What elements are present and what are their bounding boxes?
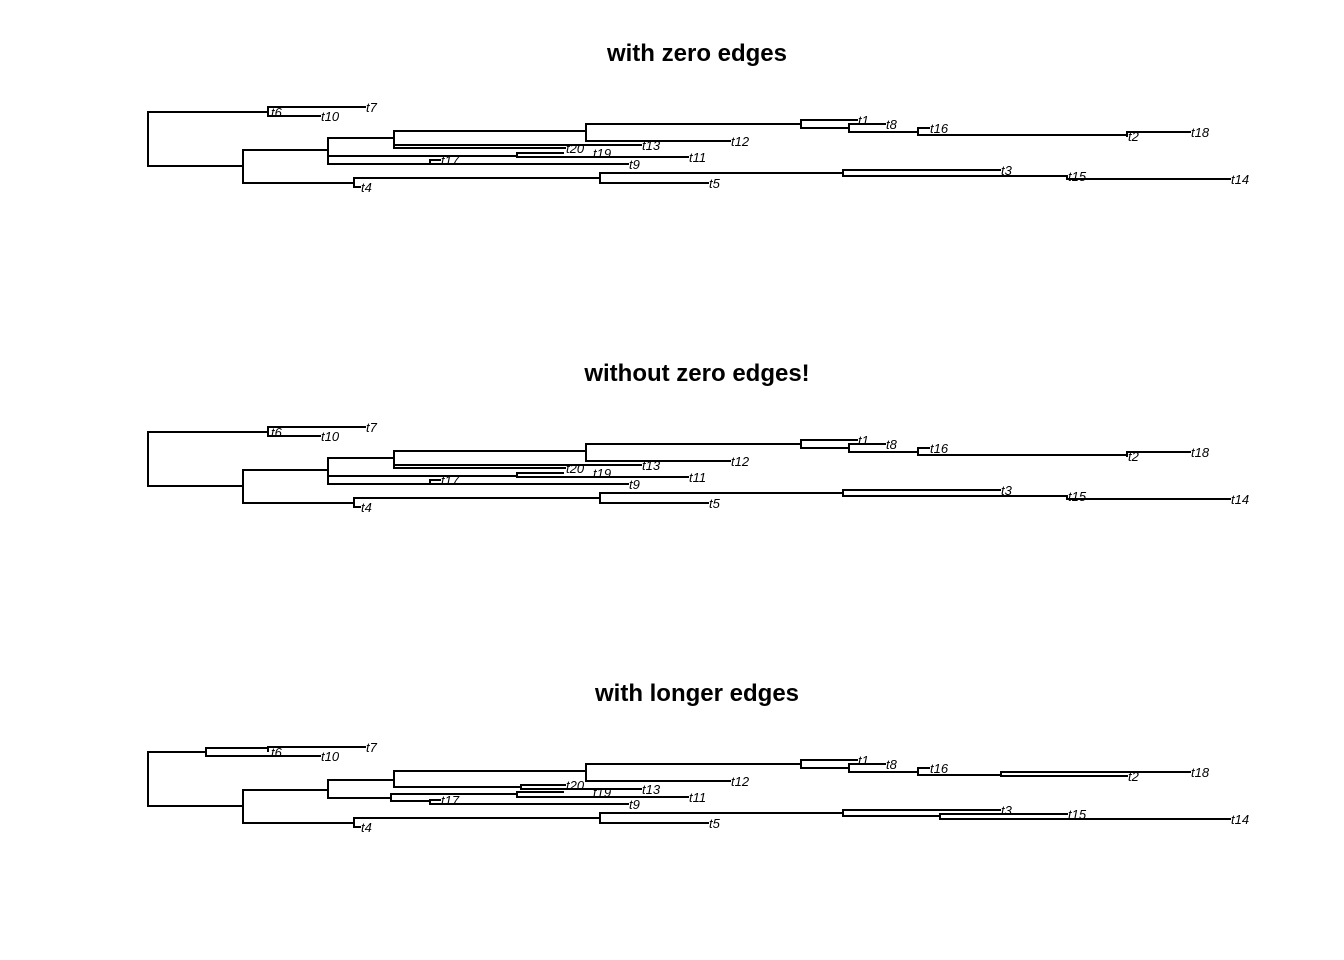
tip-label-t4: t4 xyxy=(361,820,372,835)
tip-label-t3: t3 xyxy=(1001,163,1013,178)
tip-label-t13: t13 xyxy=(642,138,661,153)
panel-title: without zero edges! xyxy=(583,360,809,387)
tip-label-t8: t8 xyxy=(886,437,898,452)
tip-label-t16: t16 xyxy=(930,761,949,776)
tip-label-t16: t16 xyxy=(930,441,949,456)
tip-label-t17: t17 xyxy=(441,153,460,168)
tip-label-t20: t20 xyxy=(566,461,585,476)
tip-label-t9: t9 xyxy=(629,797,640,812)
tip-label-t12: t12 xyxy=(731,774,750,789)
tip-label-t6: t6 xyxy=(271,425,283,440)
tree-edges xyxy=(147,106,1231,188)
tip-label-t10: t10 xyxy=(321,749,340,764)
panel-with-zero-edges: with zero edges t7 t10 t6 t12 t1 t8 t16 t18 t2 t1… xyxy=(147,40,1249,195)
tip-label-t7: t7 xyxy=(366,100,378,115)
tip-label-t20: t20 xyxy=(566,778,585,793)
tip-label-t11: t11 xyxy=(689,150,706,165)
tip-label-t1: t1 xyxy=(858,433,869,448)
tip-label-t3: t3 xyxy=(1001,483,1013,498)
tip-label-t5: t5 xyxy=(709,496,721,511)
tip-label-t6: t6 xyxy=(271,745,283,760)
tip-label-t4: t4 xyxy=(361,500,372,515)
tip-label-t7: t7 xyxy=(366,740,378,755)
tip-label-t18: t18 xyxy=(1191,125,1210,140)
panel-with-longer-edges: with longer edges t7 t10 t6 t12 t1 t8 t16 t18 t2… xyxy=(147,680,1249,835)
tip-label-t9: t9 xyxy=(629,157,640,172)
tip-label-t13: t13 xyxy=(642,782,661,797)
tip-label-t14: t14 xyxy=(1231,172,1249,187)
panel-without-zero-edges: without zero edges! t7 t10 t6 t12 t1 t8 t16 t18… xyxy=(147,360,1249,515)
tip-label-t12: t12 xyxy=(731,454,750,469)
tip-label-t13: t13 xyxy=(642,458,661,473)
tip-label-t2: t2 xyxy=(1128,449,1140,464)
tip-label-t15: t15 xyxy=(1068,489,1087,504)
tip-label-t10: t10 xyxy=(321,109,340,124)
tip-label-t11: t11 xyxy=(689,470,706,485)
tip-label-t1: t1 xyxy=(858,753,869,768)
tip-label-t19: t19 xyxy=(593,466,611,481)
tip-label-t15: t15 xyxy=(1068,807,1087,822)
tip-label-t1: t1 xyxy=(858,113,869,128)
tip-label-t9: t9 xyxy=(629,477,640,492)
tip-label-t5: t5 xyxy=(709,816,721,831)
tip-label-t18: t18 xyxy=(1191,445,1210,460)
panel-title: with longer edges xyxy=(594,680,799,707)
tip-label-t10: t10 xyxy=(321,429,340,444)
tip-label-t14: t14 xyxy=(1231,812,1249,827)
tip-label-t2: t2 xyxy=(1128,769,1140,784)
tip-label-t17: t17 xyxy=(441,473,460,488)
tree-edges xyxy=(147,746,1231,828)
tip-label-t8: t8 xyxy=(886,757,898,772)
tip-label-t4: t4 xyxy=(361,180,372,195)
panel-title: with zero edges xyxy=(606,40,787,67)
tip-label-t3: t3 xyxy=(1001,803,1013,818)
tree-edges xyxy=(147,426,1231,508)
tip-label-t15: t15 xyxy=(1068,169,1087,184)
tip-label-t2: t2 xyxy=(1128,129,1140,144)
tip-label-t14: t14 xyxy=(1231,492,1249,507)
tip-label-t7: t7 xyxy=(366,420,378,435)
tip-label-t5: t5 xyxy=(709,176,721,191)
tip-label-t16: t16 xyxy=(930,121,949,136)
tip-label-t20: t20 xyxy=(566,141,585,156)
tip-label-t8: t8 xyxy=(886,117,898,132)
tip-label-t12: t12 xyxy=(731,134,750,149)
tip-label-t18: t18 xyxy=(1191,765,1210,780)
tip-label-t19: t19 xyxy=(593,785,611,800)
tip-label-t6: t6 xyxy=(271,105,283,120)
tip-label-t11: t11 xyxy=(689,790,706,805)
tip-label-t19: t19 xyxy=(593,146,611,161)
tip-label-t17: t17 xyxy=(441,793,460,808)
